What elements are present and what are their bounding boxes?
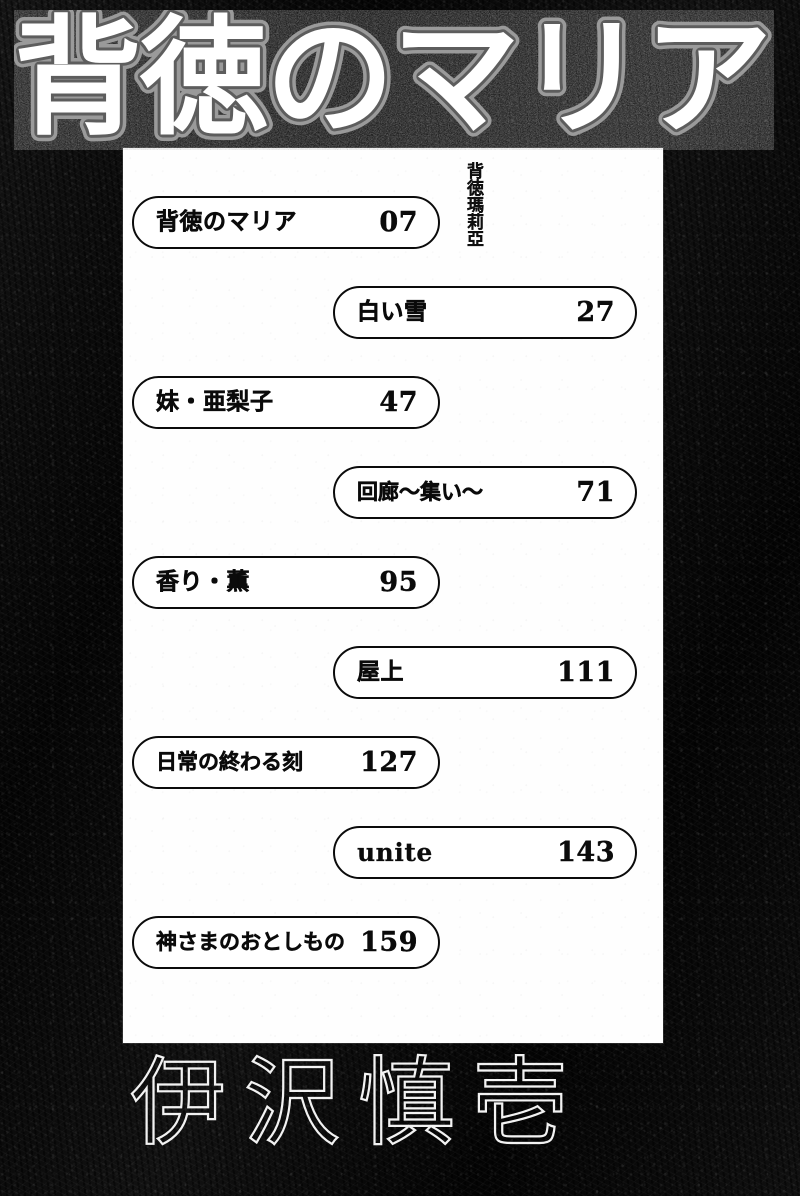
toc-item-9[interactable]: 神さまのおとしもの 159 — [132, 916, 440, 969]
toc-item-title: 妹・亜梨子 — [156, 389, 274, 415]
toc-item-6[interactable]: 屋上 111 — [333, 646, 637, 699]
toc-row: 屋上 111 — [123, 646, 663, 736]
toc-item-8[interactable]: unite 143 — [333, 826, 637, 879]
toc-row: 回廊〜集い〜 71 — [123, 466, 663, 556]
toc-row: 神さまのおとしもの 159 — [123, 916, 663, 1006]
toc-item-page: 143 — [557, 837, 615, 868]
toc-item-title: 日常の終わる刻 — [156, 750, 304, 774]
svg-text:伊沢慎壱: 伊沢慎壱 — [130, 1048, 586, 1159]
toc-item-2[interactable]: 白い雪 27 — [333, 286, 637, 339]
toc-item-4[interactable]: 回廊〜集い〜 71 — [333, 466, 637, 519]
toc-item-title: unite — [357, 838, 433, 867]
toc-row: 日常の終わる刻 127 — [123, 736, 663, 826]
vertical-subtitle: 背徳瑪莉亞 — [463, 162, 483, 247]
toc-row: unite 143 — [123, 826, 663, 916]
toc-list: 背徳のマリア 07 白い雪 27 妹・亜梨子 47 回廊〜集い〜 71 — [123, 196, 663, 1006]
cover-title: 背徳のマリア 背徳のマリア 背徳のマリア — [14, 10, 774, 150]
toc-item-title: 回廊〜集い〜 — [357, 480, 484, 504]
toc-panel: 背徳瑪莉亞 背徳のマリア 07 白い雪 27 妹・亜梨子 47 回廊〜集い〜 7… — [123, 148, 663, 1043]
toc-item-title: 背徳のマリア — [156, 209, 297, 235]
svg-text:背徳のマリア: 背徳のマリア — [14, 10, 770, 150]
toc-row: 香り・薫 95 — [123, 556, 663, 646]
author-name: 伊沢慎壱 — [130, 1048, 670, 1163]
toc-item-page: 127 — [360, 747, 418, 778]
toc-item-5[interactable]: 香り・薫 95 — [132, 556, 440, 609]
toc-item-7[interactable]: 日常の終わる刻 127 — [132, 736, 440, 789]
toc-row: 背徳のマリア 07 — [123, 196, 663, 286]
toc-item-title: 神さまのおとしもの — [156, 930, 346, 954]
toc-row: 妹・亜梨子 47 — [123, 376, 663, 466]
toc-item-page: 95 — [379, 567, 418, 598]
toc-item-page: 07 — [379, 207, 418, 238]
toc-item-page: 27 — [576, 297, 615, 328]
toc-item-title: 白い雪 — [357, 299, 428, 325]
toc-row: 白い雪 27 — [123, 286, 663, 376]
toc-item-title: 香り・薫 — [156, 569, 250, 595]
toc-item-1[interactable]: 背徳のマリア 07 — [132, 196, 440, 249]
toc-item-page: 71 — [576, 477, 615, 508]
svg-text:背徳のマリア: 背徳のマリア — [14, 10, 770, 150]
toc-item-page: 159 — [360, 927, 418, 958]
svg-text:背徳のマリア: 背徳のマリア — [14, 10, 770, 150]
toc-item-page: 111 — [557, 657, 615, 688]
toc-item-title: 屋上 — [357, 659, 404, 685]
toc-item-page: 47 — [379, 387, 418, 418]
toc-item-3[interactable]: 妹・亜梨子 47 — [132, 376, 440, 429]
